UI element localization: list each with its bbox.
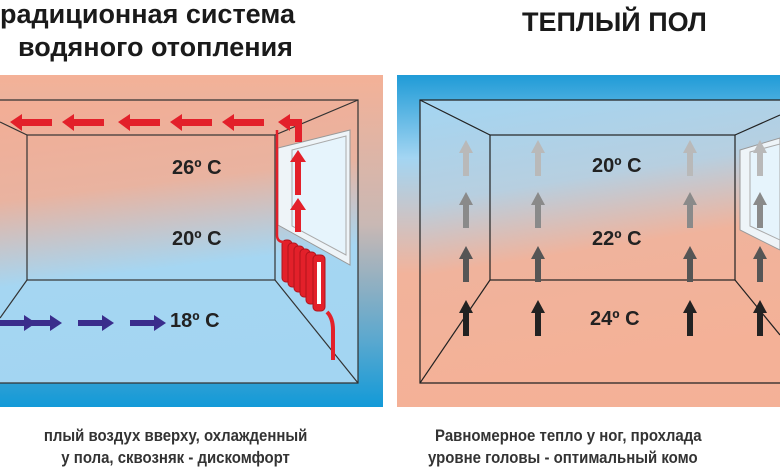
- arrow-up-icon: [753, 192, 767, 228]
- arrow-up-icon: [531, 246, 545, 282]
- arrow-left-icon: [222, 114, 264, 131]
- left-panel: 26º C 20º C 18º C: [0, 75, 383, 407]
- radiator: [281, 239, 326, 312]
- left-title-line1: радиционная система: [0, 0, 295, 29]
- arrow-up-icon: [531, 192, 545, 228]
- right-caption-line2: уровне головы - оптимальный комо: [428, 448, 698, 467]
- temp-top: 26º C: [172, 157, 222, 179]
- left-arrows: [0, 114, 306, 331]
- arrow-left-icon: [10, 114, 52, 131]
- temp-bottom: 18º C: [170, 310, 220, 332]
- right-title: ТЕПЛЫЙ ПОЛ: [522, 7, 707, 37]
- arrow-up-icon: [753, 140, 767, 176]
- right-room-lines: [419, 99, 780, 384]
- arrow-up-icon: [531, 140, 545, 176]
- pipe: [275, 130, 285, 244]
- arrow-up-icon: [459, 192, 473, 228]
- right-arrows: [459, 140, 767, 336]
- right-panel: 20º C 22º C 24º C: [397, 75, 780, 407]
- arrow-up-icon: [531, 300, 545, 336]
- arrow-right-icon: [0, 315, 36, 331]
- left-caption-line1: плый воздух вверху, охлажденный: [43, 426, 308, 445]
- arrow-up-icon: [683, 300, 697, 336]
- arrow-left-icon: [62, 114, 104, 131]
- right-caption: Равномерное тепло у ног, прохлада уровне…: [428, 425, 780, 469]
- left-title-line2: водяного отопления: [18, 32, 293, 62]
- temp-bottom: 24º C: [590, 308, 640, 330]
- arrow-right-icon: [26, 315, 62, 331]
- left-caption-line2: у пола, сквозняк - дискомфорт: [61, 448, 290, 467]
- arrow-up-icon: [459, 140, 473, 176]
- temp-middle: 20º C: [172, 228, 222, 250]
- left-caption: плый воздух вверху, охлажденный у пола, …: [4, 425, 347, 469]
- arrow-right-icon: [130, 315, 166, 331]
- temp-top: 20º C: [592, 155, 642, 177]
- arrow-up-icon: [683, 246, 697, 282]
- arrow-up-icon: [459, 246, 473, 282]
- arrow-left-icon: [170, 114, 212, 131]
- arrow-right-icon: [78, 315, 114, 331]
- temp-middle: 22º C: [592, 228, 642, 250]
- arrow-corner-icon: [278, 114, 302, 142]
- pipe: [325, 310, 335, 360]
- left-title: радиционная система водяного отопления: [0, 0, 295, 64]
- arrow-up-icon: [290, 150, 306, 195]
- arrow-left-icon: [118, 114, 160, 131]
- arrow-up-icon: [683, 140, 697, 176]
- arrow-up-icon: [290, 198, 306, 232]
- arrow-up-icon: [683, 192, 697, 228]
- arrow-up-icon: [459, 300, 473, 336]
- right-caption-line1: Равномерное тепло у ног, прохлада: [435, 426, 702, 445]
- left-room: [0, 100, 358, 383]
- arrow-up-icon: [753, 246, 767, 282]
- arrow-up-icon: [753, 300, 767, 336]
